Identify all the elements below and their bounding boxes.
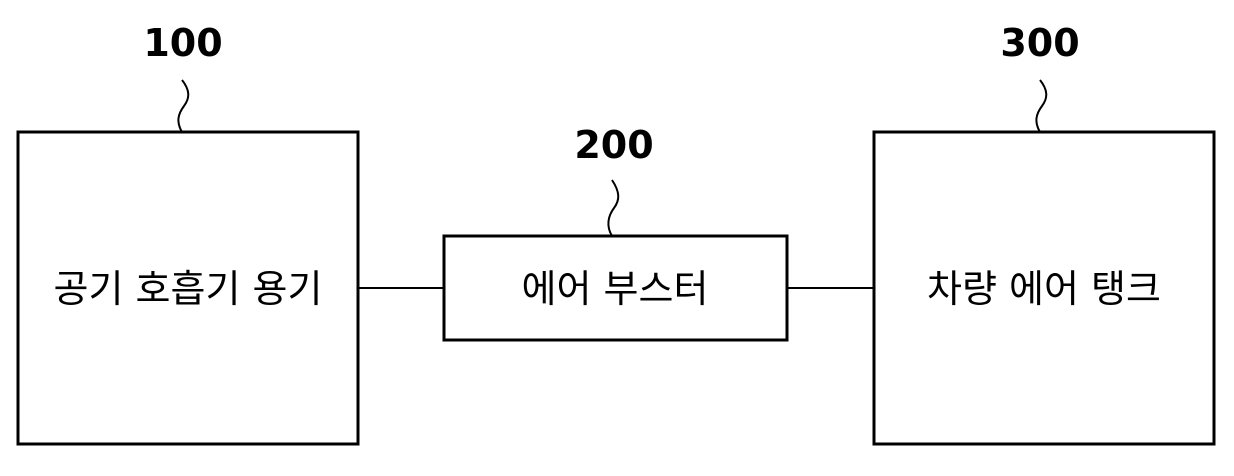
block-300-leader (1035, 79, 1048, 133)
block-300-ref: 300 (1000, 21, 1079, 65)
block-100: 100 공기 호흡기 용기 (16, 21, 360, 446)
block-200-label: 에어 부스터 (522, 267, 709, 311)
block-200-ref: 200 (574, 123, 653, 167)
block-100-ref: 100 (143, 21, 222, 65)
block-200-box (442, 234, 789, 342)
block-100-label: 공기 호흡기 용기 (54, 267, 323, 311)
block-100-leader (177, 79, 190, 133)
block-200: 200 에어 부스터 (442, 123, 789, 342)
block-200-leader (607, 179, 620, 237)
block-300-label: 차량 에어 탱크 (927, 267, 1161, 311)
block-300: 300 차량 에어 탱크 (872, 21, 1216, 446)
block-100-box (16, 130, 360, 446)
block-300-box (872, 130, 1216, 446)
